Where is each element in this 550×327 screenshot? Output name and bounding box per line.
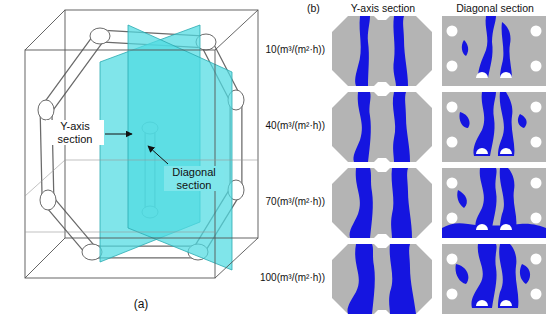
cube-outline — [25, 10, 258, 278]
diagonal-section-40 — [442, 92, 546, 162]
section-label: Y-axis section — [46, 120, 104, 145]
flow-rate-label: 100(m³/(m²·h)) — [259, 272, 326, 284]
y-section-10 — [332, 16, 432, 86]
y-section-40 — [332, 92, 432, 162]
panel-label: (a) — [120, 298, 162, 312]
y-section-100 — [332, 244, 432, 314]
leader-arrow — [148, 146, 168, 164]
panel-label: (b) — [306, 2, 321, 14]
diagonal-plane — [128, 25, 232, 270]
y-section-70 — [332, 168, 432, 238]
column-header: Y-axis section — [332, 2, 434, 14]
flow-rate-label: 40(m³/(m²·h)) — [265, 120, 326, 132]
flow-rate-label: 10(m³/(m²·h)) — [265, 44, 326, 56]
column-header: Diagonal section — [442, 2, 548, 14]
section-label: Diagonal section — [164, 166, 224, 191]
diagonal-section-70 — [442, 168, 546, 238]
diagonal-section-10 — [442, 16, 546, 86]
diagonal-section-100 — [442, 244, 546, 314]
flow-rate-label: 70(m³/(m²·h)) — [265, 196, 326, 208]
leader-arrow — [105, 134, 132, 135]
